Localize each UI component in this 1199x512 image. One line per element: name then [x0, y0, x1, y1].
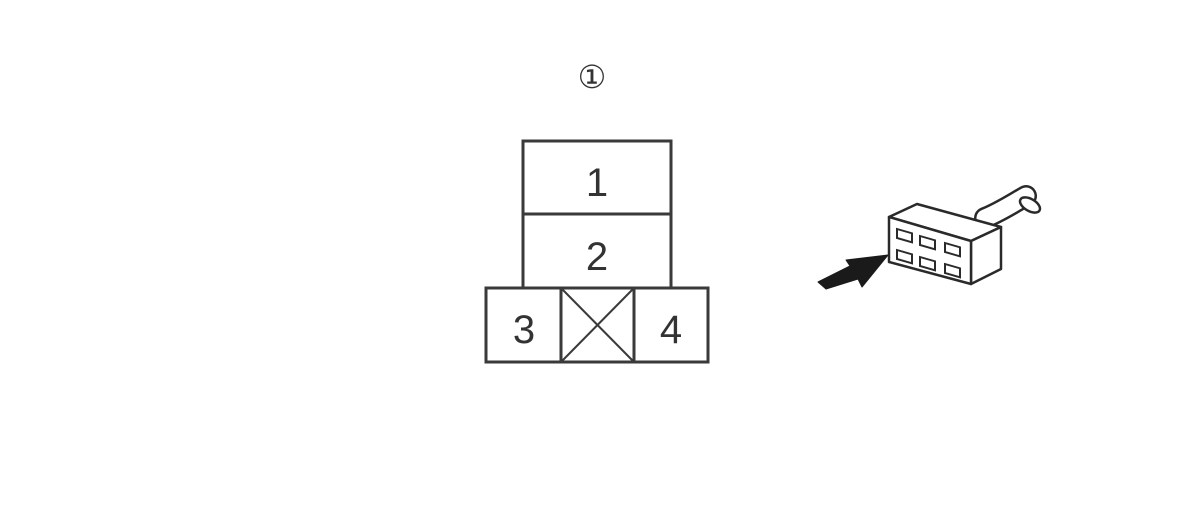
pin-1-label: 1	[586, 161, 608, 205]
connector-id-label: ①	[578, 58, 607, 96]
pin-3-label: 3	[513, 308, 535, 352]
pin-2-label: 2	[586, 235, 608, 279]
blocked-cavity-x	[561, 288, 634, 362]
pin-4-label: 4	[660, 308, 682, 352]
connector-view-arrow-icon	[817, 185, 1042, 290]
